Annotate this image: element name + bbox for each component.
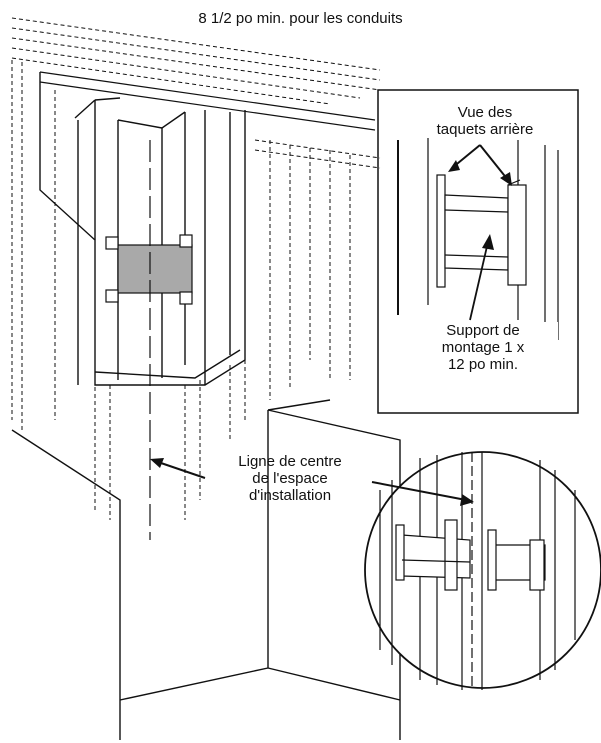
mounting-bracket-line-3: 12 po min.	[447, 356, 519, 373]
rear-cleats-view-line-2: taquets arrière	[436, 121, 534, 138]
mounting-bracket-line-1: Support de	[446, 322, 520, 339]
center-line-line-2: de l'espace	[252, 470, 328, 487]
lower-cabinet	[11, 399, 401, 740]
cabinet-dashed-outlines	[11, 17, 381, 520]
mounting-bracket-label: Support de montage 1 x 12 po min.	[408, 322, 558, 373]
top-rail	[39, 71, 376, 131]
rear-cleats-inset	[377, 89, 579, 414]
duct-clearance-label: 8 1/2 po min. pour les conduits	[198, 10, 403, 27]
magnified-circle-inset	[364, 451, 601, 690]
center-line-line-1: Ligne de centre	[238, 453, 342, 470]
center-line-line-3: d'installation	[248, 487, 332, 504]
mounting-bracket-line-2: montage 1 x	[441, 339, 525, 356]
hood-body	[39, 72, 246, 386]
rear-cleats-view-label: Vue des taquets arrière	[410, 104, 560, 138]
center-line-label: Ligne de centre de l'espace d'installati…	[205, 453, 375, 504]
rear-cleats-view-line-1: Vue des	[457, 104, 513, 121]
center-line-arrow-right	[371, 481, 474, 506]
hood-mounting-bracket	[105, 234, 193, 305]
center-line-arrow-left	[150, 458, 206, 479]
